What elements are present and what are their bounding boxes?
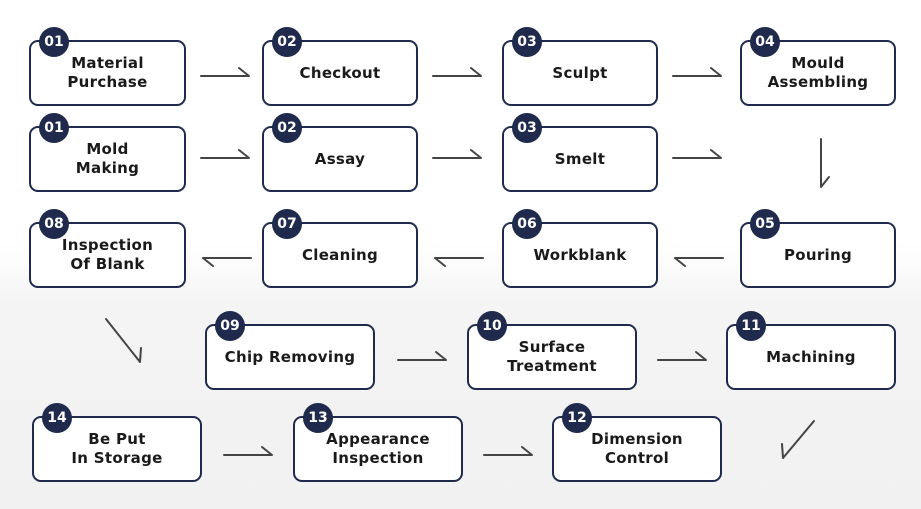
step-label: Smelt bbox=[554, 149, 606, 168]
step-surface-treatment: 10 Surface Treatment bbox=[467, 311, 637, 390]
arrow-right-icon bbox=[483, 446, 533, 456]
arrow-right-icon bbox=[223, 446, 273, 456]
step-number-badge: 12 bbox=[562, 403, 592, 433]
step-label: Chip Removing bbox=[224, 347, 356, 366]
step-label: Material Purchase bbox=[67, 54, 148, 91]
step-number-badge: 14 bbox=[42, 403, 72, 433]
arrow-right-icon bbox=[672, 67, 722, 77]
step-mould-assembling: 04 Mould Assembling bbox=[740, 27, 896, 106]
step-number-badge: 09 bbox=[215, 311, 245, 341]
step-number-badge: 07 bbox=[272, 209, 302, 239]
step-checkout: 02 Checkout bbox=[262, 27, 418, 106]
step-label: Be Put In Storage bbox=[71, 430, 163, 467]
arrow-right-icon bbox=[657, 351, 707, 361]
step-label: Inspection Of Blank bbox=[61, 236, 154, 273]
step-assay: 02 Assay bbox=[262, 113, 418, 192]
step-dimension-control: 12 Dimension Control bbox=[552, 403, 722, 482]
step-pouring: 05 Pouring bbox=[740, 209, 896, 288]
step-number-badge: 06 bbox=[512, 209, 542, 239]
step-number-badge: 10 bbox=[477, 311, 507, 341]
arrow-left-icon bbox=[202, 257, 252, 267]
step-label: Workblank bbox=[533, 245, 627, 264]
step-label: Sculpt bbox=[552, 63, 608, 82]
step-number-badge: 02 bbox=[272, 113, 302, 143]
step-mold-making: 01 Mold Making bbox=[29, 113, 186, 192]
step-be-put-in-storage: 14 Be Put In Storage bbox=[32, 403, 202, 482]
arrow-right-icon bbox=[200, 149, 250, 159]
arrow-down-icon bbox=[820, 138, 830, 188]
step-number-badge: 01 bbox=[39, 27, 69, 57]
step-label: Assay bbox=[314, 149, 366, 168]
step-label: Cleaning bbox=[301, 245, 379, 264]
step-number-badge: 02 bbox=[272, 27, 302, 57]
step-label: Dimension Control bbox=[591, 430, 683, 467]
step-number-badge: 11 bbox=[736, 311, 766, 341]
step-label: Surface Treatment bbox=[507, 338, 597, 375]
step-number-badge: 03 bbox=[512, 27, 542, 57]
arrow-right-icon bbox=[432, 149, 482, 159]
step-material-purchase: 01 Material Purchase bbox=[29, 27, 186, 106]
step-label: Machining bbox=[766, 347, 856, 366]
arrow-down-right-icon bbox=[105, 318, 142, 363]
step-workblank: 06 Workblank bbox=[502, 209, 658, 288]
step-number-badge: 03 bbox=[512, 113, 542, 143]
arrow-right-icon bbox=[432, 67, 482, 77]
step-number-badge: 04 bbox=[750, 27, 780, 57]
step-inspection-of-blank: 08 Inspection Of Blank bbox=[29, 209, 186, 288]
arrow-right-icon bbox=[200, 67, 250, 77]
step-appearance-inspection: 13 Appearance Inspection bbox=[293, 403, 463, 482]
step-number-badge: 13 bbox=[303, 403, 333, 433]
step-label: Mold Making bbox=[75, 140, 140, 177]
step-sculpt: 03 Sculpt bbox=[502, 27, 658, 106]
step-cleaning: 07 Cleaning bbox=[262, 209, 418, 288]
arrow-right-icon bbox=[672, 149, 722, 159]
step-label: Appearance Inspection bbox=[326, 430, 430, 467]
step-chip-removing: 09 Chip Removing bbox=[205, 311, 375, 390]
arrow-right-icon bbox=[397, 351, 447, 361]
step-number-badge: 08 bbox=[39, 209, 69, 239]
arrow-down-left-icon bbox=[781, 420, 815, 459]
step-machining: 11 Machining bbox=[726, 311, 896, 390]
step-label: Checkout bbox=[299, 63, 381, 82]
step-number-badge: 05 bbox=[750, 209, 780, 239]
step-smelt: 03 Smelt bbox=[502, 113, 658, 192]
arrow-left-icon bbox=[674, 257, 724, 267]
step-label: Mould Assembling bbox=[767, 54, 869, 91]
step-number-badge: 01 bbox=[39, 113, 69, 143]
arrow-left-icon bbox=[434, 257, 484, 267]
step-label: Pouring bbox=[783, 245, 853, 264]
